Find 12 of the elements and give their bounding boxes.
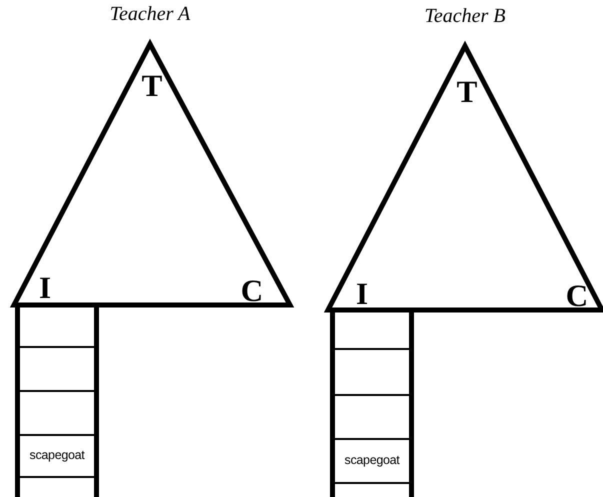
rung-label: scapegoat: [28, 449, 86, 462]
corner-letter: T: [142, 70, 162, 101]
corner-letter: C: [240, 275, 264, 306]
corner-letter: I: [38, 272, 52, 303]
corner-letter: C: [566, 280, 588, 311]
teacher-label: Teacher A: [110, 4, 190, 24]
rung-label: scapegoat: [344, 454, 401, 466]
ladder: [330, 310, 414, 497]
ladder: [15, 305, 99, 497]
corner-letter: I: [356, 278, 368, 309]
teacher-label: Teacher B: [424, 6, 506, 26]
corner-letter: T: [456, 76, 478, 107]
